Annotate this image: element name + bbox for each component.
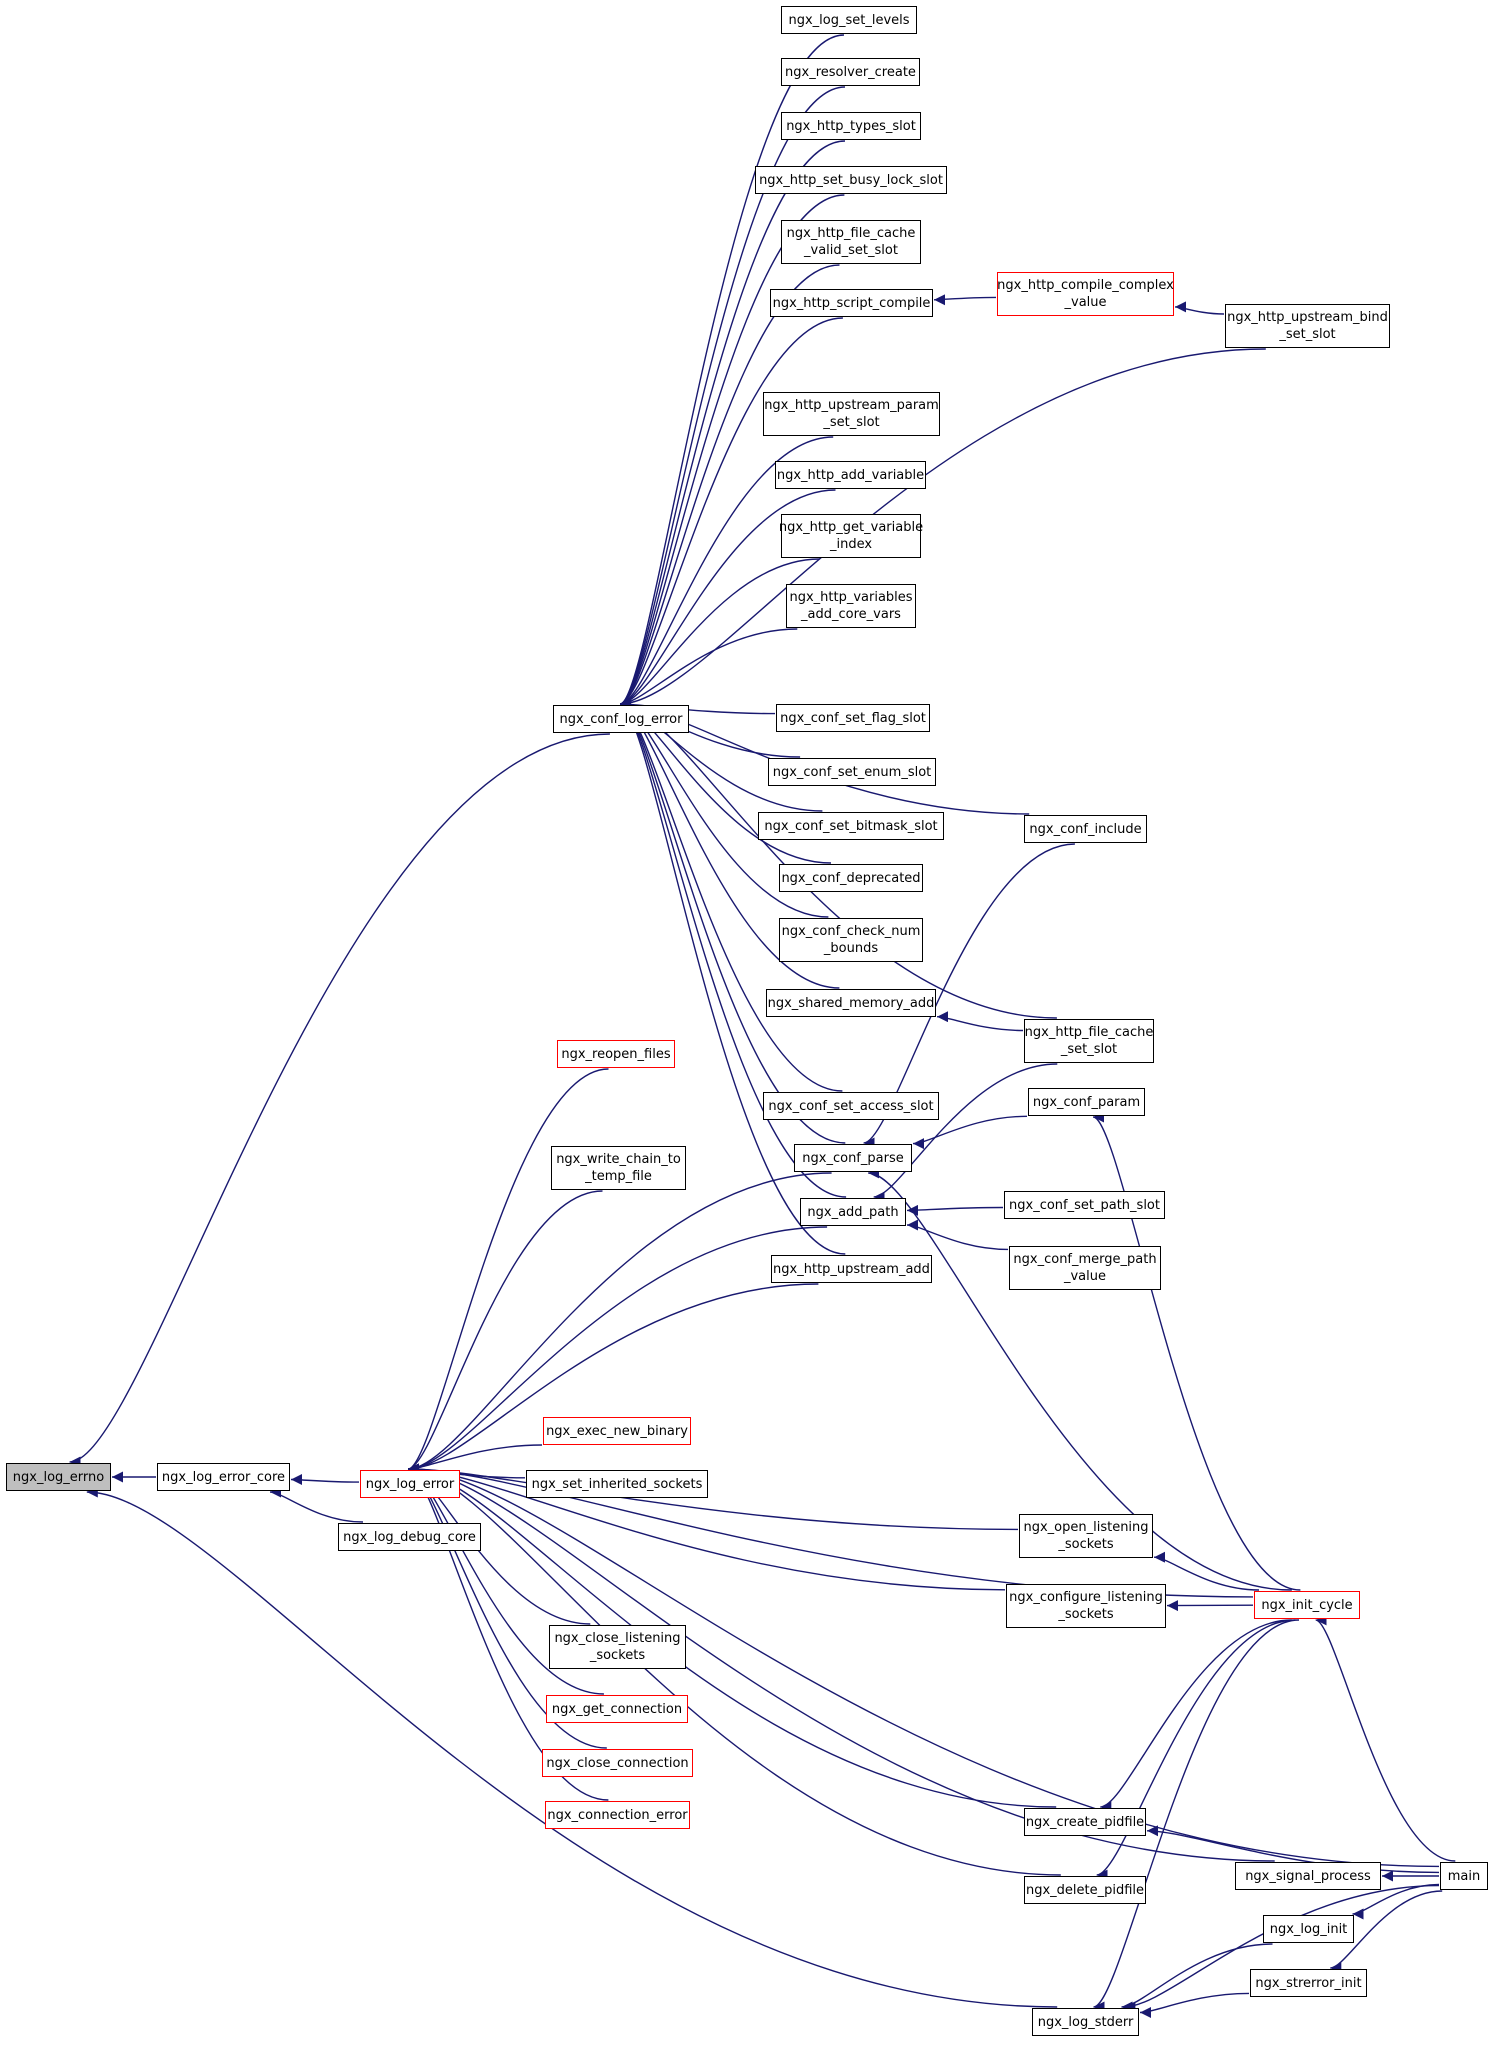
edge-ngx-signal-process-to-ngx-log-error	[407, 1463, 1275, 1862]
edge-ngx-http-file-cache-set-slot-to-ngx-conf-log-error	[619, 698, 1057, 1019]
edge-ngx-init-cycle-to-ngx-open-listening-sockets	[1153, 1551, 1260, 1591]
edge-ngx-init-cycle-to-ngx-log-stderr	[1093, 1619, 1300, 2013]
node-ngx-conf-log-error[interactable]: ngx_conf_log_error	[553, 705, 689, 733]
node-ngx-resolver-create[interactable]: ngx_resolver_create	[781, 58, 920, 86]
node-ngx-conf-set-access-slot[interactable]: ngx_conf_set_access_slot	[763, 1092, 939, 1120]
edge-ngx-init-cycle-to-ngx-conf-param	[1092, 1111, 1301, 1591]
edge-main-to-ngx-log-stderr	[1124, 1884, 1440, 2013]
node-ngx-strerror-init[interactable]: ngx_strerror_init	[1250, 1969, 1367, 1997]
edge-main-to-ngx-init-cycle	[1315, 1614, 1456, 1862]
node-ngx-conf-set-path-slot[interactable]: ngx_conf_set_path_slot	[1004, 1191, 1165, 1219]
edge-ngx-create-pidfile-to-ngx-log-error	[407, 1463, 1057, 1808]
edge-ngx-conf-set-path-slot-to-ngx-add-path	[906, 1204, 1004, 1216]
edge-ngx-exec-new-binary-to-ngx-log-error	[407, 1444, 543, 1475]
edge-ngx-http-upstream-bind-set-slot-to-ngx-http-compile-complex-value	[1174, 301, 1225, 315]
node-ngx-http-variables-add-core-vars[interactable]: ngx_http_variables _add_core_vars	[786, 584, 916, 628]
edge-ngx-init-cycle-to-ngx-delete-pidfile	[1096, 1619, 1296, 1881]
node-main[interactable]: main	[1440, 1862, 1488, 1890]
node-ngx-signal-process[interactable]: ngx_signal_process	[1235, 1862, 1381, 1890]
node-ngx-http-file-cache-valid-set-slot[interactable]: ngx_http_file_cache _valid_set_slot	[781, 220, 921, 264]
node-ngx-add-path[interactable]: ngx_add_path	[800, 1198, 906, 1226]
node-ngx-delete-pidfile[interactable]: ngx_delete_pidfile	[1024, 1876, 1146, 1904]
edge-ngx-http-variables-add-core-vars-to-ngx-conf-log-error	[619, 628, 798, 710]
node-ngx-conf-set-enum-slot[interactable]: ngx_conf_set_enum_slot	[768, 758, 936, 786]
node-ngx-conf-set-flag-slot[interactable]: ngx_conf_set_flag_slot	[776, 704, 930, 732]
node-ngx-write-chain-to-temp-file[interactable]: ngx_write_chain_to _temp_file	[551, 1146, 686, 1190]
node-ngx-conf-set-bitmask-slot[interactable]: ngx_conf_set_bitmask_slot	[758, 812, 944, 840]
edge-ngx-conf-merge-path-value-to-ngx-add-path	[906, 1219, 1009, 1251]
node-ngx-http-upstream-bind-set-slot[interactable]: ngx_http_upstream_bind _set_slot	[1225, 304, 1390, 348]
edge-ngx-delete-pidfile-to-ngx-log-error	[407, 1463, 1061, 1876]
node-ngx-init-cycle[interactable]: ngx_init_cycle	[1254, 1591, 1360, 1619]
node-ngx-conf-merge-path-value[interactable]: ngx_conf_merge_path _value	[1009, 1246, 1161, 1290]
edge-ngx-http-file-cache-valid-set-slot-to-ngx-conf-log-error	[619, 264, 840, 710]
edge-ngx-add-path-to-ngx-log-error	[407, 1226, 828, 1475]
node-ngx-http-upstream-add[interactable]: ngx_http_upstream_add	[771, 1255, 932, 1283]
node-ngx-log-set-levels[interactable]: ngx_log_set_levels	[781, 6, 917, 34]
node-ngx-log-debug-core[interactable]: ngx_log_debug_core	[338, 1523, 481, 1551]
node-ngx-configure-listening-sockets[interactable]: ngx_configure_listening _sockets	[1006, 1584, 1166, 1628]
node-ngx-conf-param[interactable]: ngx_conf_param	[1028, 1088, 1145, 1116]
node-ngx-conf-parse[interactable]: ngx_conf_parse	[794, 1144, 912, 1172]
node-ngx-conf-include[interactable]: ngx_conf_include	[1024, 815, 1147, 843]
edge-main-to-ngx-strerror-init	[1330, 1890, 1443, 1974]
node-ngx-log-error[interactable]: ngx_log_error	[360, 1470, 460, 1498]
edge-ngx-http-upstream-add-to-ngx-log-error	[407, 1283, 819, 1475]
edge-ngx-http-file-cache-set-slot-to-ngx-shared-memory-add	[936, 1011, 1024, 1032]
node-ngx-shared-memory-add[interactable]: ngx_shared_memory_add	[766, 989, 936, 1017]
node-ngx-set-inherited-sockets[interactable]: ngx_set_inherited_sockets	[526, 1470, 708, 1498]
node-ngx-http-set-busy-lock-slot[interactable]: ngx_http_set_busy_lock_slot	[755, 166, 947, 194]
edge-ngx-conf-include-to-ngx-conf-parse	[863, 843, 1075, 1149]
edge-ngx-conf-parse-to-ngx-log-error	[407, 1172, 832, 1475]
node-ngx-conf-deprecated[interactable]: ngx_conf_deprecated	[779, 864, 923, 892]
edge-ngx-open-listening-sockets-to-ngx-log-error	[407, 1463, 1019, 1531]
node-ngx-exec-new-binary[interactable]: ngx_exec_new_binary	[543, 1417, 691, 1445]
edge-ngx-http-upstream-param-set-slot-to-ngx-conf-log-error	[619, 436, 834, 710]
edge-ngx-http-upstream-add-to-ngx-conf-log-error	[619, 698, 846, 1255]
node-ngx-http-script-compile[interactable]: ngx_http_script_compile	[770, 289, 933, 317]
edge-ngx-reopen-files-to-ngx-log-error	[407, 1068, 609, 1475]
node-ngx-http-get-variable-index[interactable]: ngx_http_get_variable _index	[779, 514, 923, 558]
edge-ngx-write-chain-to-temp-file-to-ngx-log-error	[407, 1190, 603, 1475]
edge-ngx-http-file-cache-set-slot-to-ngx-add-path	[873, 1063, 1058, 1203]
edge-ngx-http-get-variable-index-to-ngx-conf-log-error	[619, 558, 820, 710]
node-ngx-log-error-core[interactable]: ngx_log_error_core	[157, 1463, 290, 1491]
edge-ngx-log-debug-core-to-ngx-log-error-core	[269, 1486, 364, 1523]
node-ngx-open-listening-sockets[interactable]: ngx_open_listening _sockets	[1019, 1514, 1153, 1558]
edge-ngx-log-error-to-ngx-log-error-core	[290, 1474, 360, 1486]
edge-ngx-init-cycle-to-ngx-conf-parse	[868, 1167, 1292, 1591]
edge-ngx-log-stderr-to-ngx-log-errno	[86, 1486, 1058, 2008]
node-ngx-http-compile-complex-value[interactable]: ngx_http_compile_complex _value	[997, 272, 1174, 316]
edge-ngx-strerror-init-to-ngx-log-stderr	[1139, 1992, 1250, 2018]
node-ngx-http-upstream-param-set-slot[interactable]: ngx_http_upstream_param _set_slot	[763, 392, 940, 436]
node-ngx-reopen-files[interactable]: ngx_reopen_files	[557, 1040, 675, 1068]
edge-main-to-ngx-create-pidfile	[1146, 1825, 1440, 1874]
edge-main-to-ngx-log-error	[407, 1463, 1440, 1868]
node-ngx-http-add-variable[interactable]: ngx_http_add_variable	[775, 461, 926, 489]
edge-ngx-http-script-compile-to-ngx-conf-log-error	[619, 317, 843, 710]
node-ngx-close-listening-sockets[interactable]: ngx_close_listening _sockets	[549, 1625, 686, 1669]
node-ngx-get-connection[interactable]: ngx_get_connection	[546, 1695, 688, 1723]
node-ngx-create-pidfile[interactable]: ngx_create_pidfile	[1024, 1808, 1146, 1836]
edge-ngx-init-cycle-to-ngx-create-pidfile	[1100, 1619, 1292, 1813]
edge-ngx-http-add-variable-to-ngx-conf-log-error	[619, 489, 836, 710]
edge-ngx-conf-log-error-to-ngx-log-errno	[69, 733, 610, 1468]
node-ngx-connection-error[interactable]: ngx_connection_error	[545, 1801, 690, 1829]
node-ngx-log-errno: ngx_log_errno	[6, 1463, 111, 1491]
edge-ngx-http-compile-complex-value-to-ngx-http-script-compile	[933, 294, 997, 306]
node-ngx-http-types-slot[interactable]: ngx_http_types_slot	[781, 112, 921, 140]
node-ngx-close-connection[interactable]: ngx_close_connection	[542, 1749, 693, 1777]
node-ngx-log-init[interactable]: ngx_log_init	[1263, 1915, 1354, 1943]
node-ngx-conf-check-num-bounds[interactable]: ngx_conf_check_num _bounds	[779, 918, 923, 962]
node-ngx-log-stderr[interactable]: ngx_log_stderr	[1032, 2008, 1139, 2036]
edge-ngx-conf-param-to-ngx-conf-parse	[912, 1115, 1028, 1150]
node-ngx-http-file-cache-set-slot[interactable]: ngx_http_file_cache _set_slot	[1024, 1019, 1154, 1063]
